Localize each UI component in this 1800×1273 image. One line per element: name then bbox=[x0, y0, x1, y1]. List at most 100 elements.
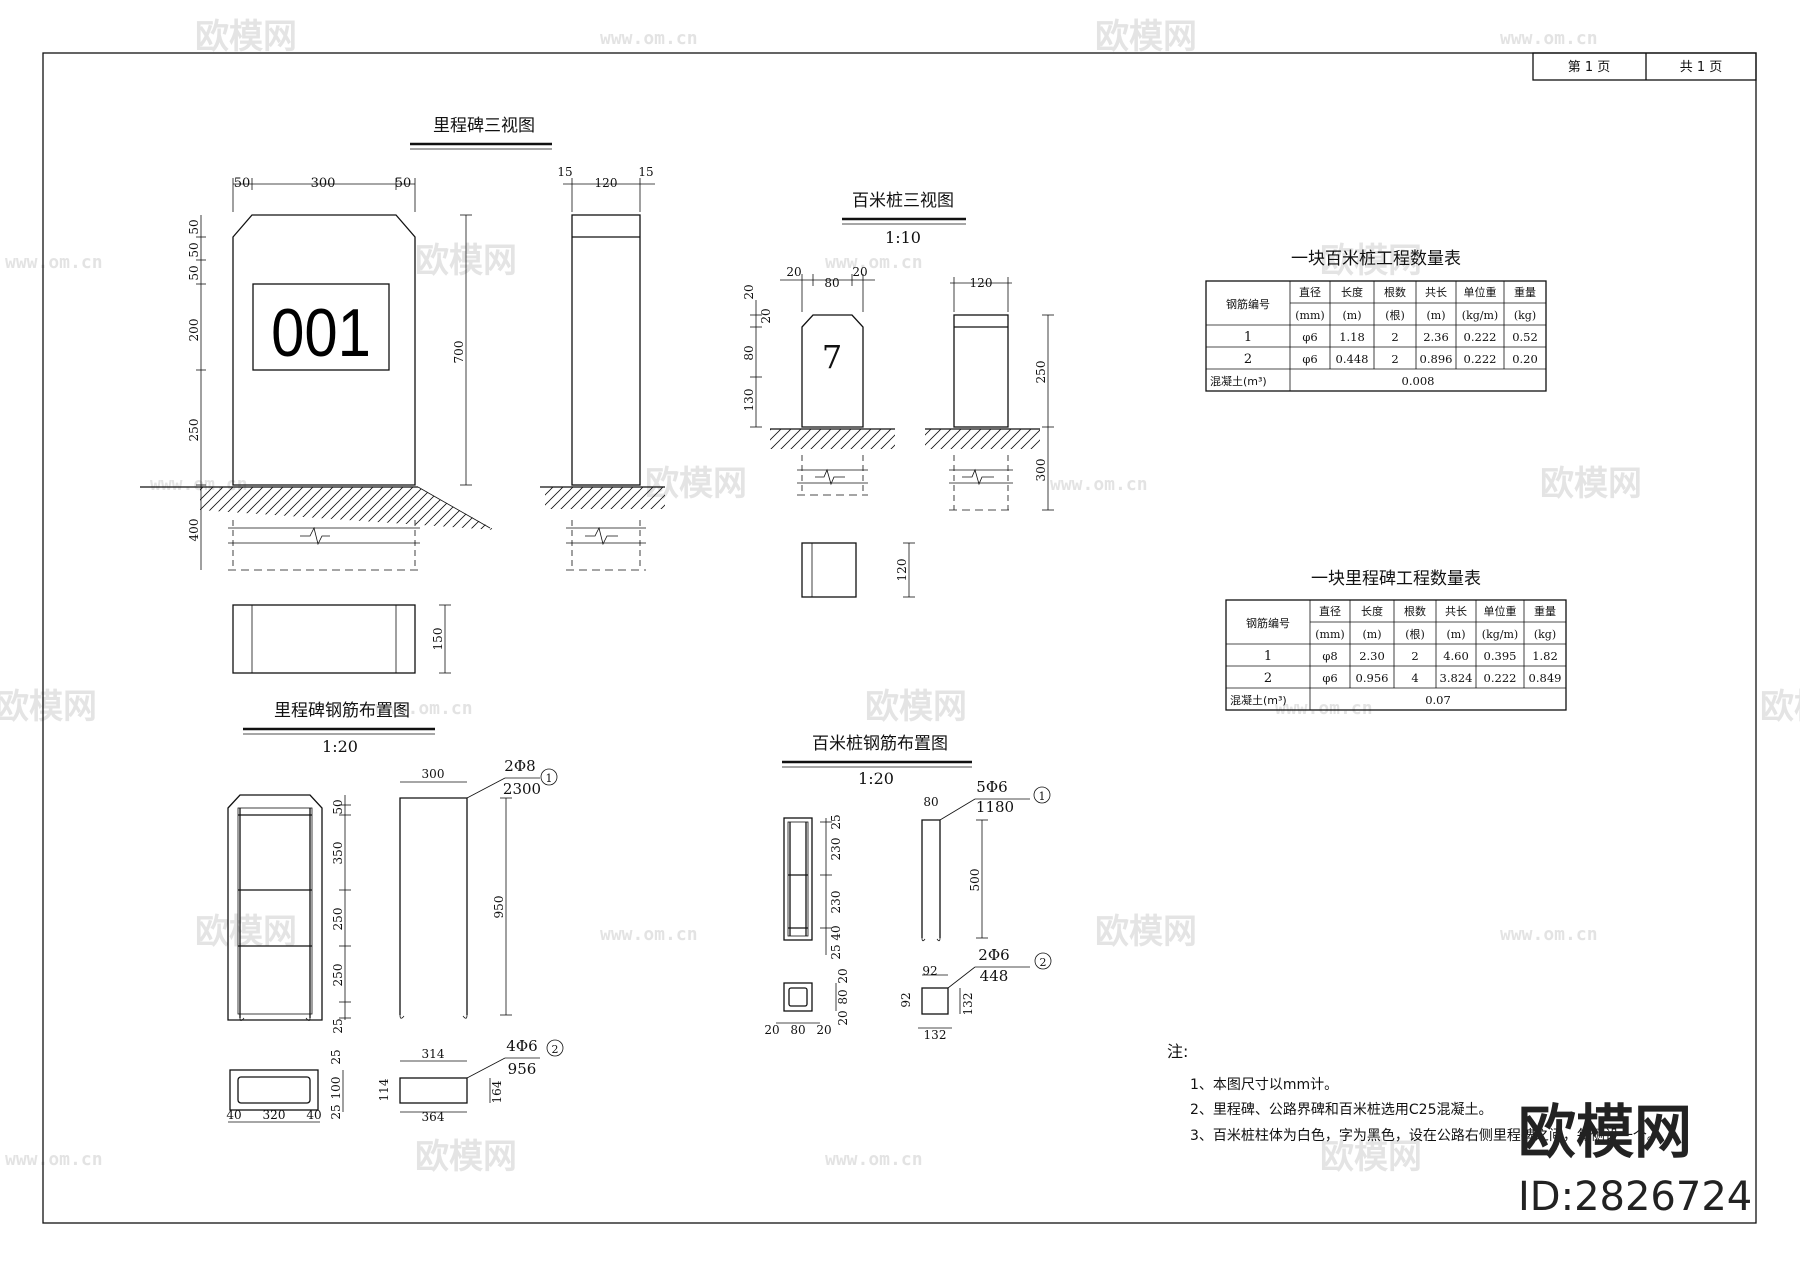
hectometer-quantity-table: 一块百米桩工程数量表钢筋编号直径(mm)长度(m)根数(根)共长(m)单位重(k… bbox=[1205, 249, 1547, 392]
watermark-url: www.om.cn bbox=[1275, 698, 1373, 719]
watermark-brand: 欧模网 bbox=[195, 912, 297, 952]
watermark-url: www.om.cn bbox=[1500, 28, 1598, 49]
number-plate bbox=[252, 283, 390, 371]
milestone-views-title: 里程碑三视图 bbox=[433, 116, 535, 136]
hbar1-mark: 1 bbox=[1039, 790, 1046, 803]
notes: 注: 1、本图尺寸以mm计。 2、里程碑、公路界碑和百米桩选用C25混凝土。 3… bbox=[1167, 1042, 1661, 1144]
bar2-mark: 2 bbox=[552, 1043, 559, 1056]
table-header: 直径 bbox=[1319, 604, 1341, 618]
table-cell: 4.60 bbox=[1443, 649, 1469, 663]
table-cell: φ8 bbox=[1322, 649, 1337, 663]
hectometer-rebar-scale: 1:20 bbox=[858, 769, 894, 788]
dim-label: 300 bbox=[1034, 459, 1048, 482]
table-header: 重量 bbox=[1534, 604, 1556, 618]
hectometer-rebar-layout: 百米桩钢筋布置图 1:20 25 230 230 40 25 80 500 5Φ… bbox=[764, 734, 1052, 1042]
dim-label: 92 bbox=[922, 964, 937, 978]
table-cell: 3.824 bbox=[1440, 671, 1473, 685]
dim-label: 50 bbox=[234, 176, 251, 191]
table-header: 钢筋编号 bbox=[1226, 297, 1270, 311]
watermark-url: www.om.cn bbox=[825, 252, 923, 273]
bar2-length: 956 bbox=[508, 1060, 537, 1078]
dim-label: 230 bbox=[829, 838, 843, 861]
page-total: 共 1 页 bbox=[1680, 60, 1723, 75]
dim-label: 250 bbox=[331, 908, 345, 931]
table-cell: 1 bbox=[1264, 649, 1272, 664]
dim-label: 300 bbox=[422, 767, 445, 781]
watermark-brand: 欧模网 bbox=[195, 17, 297, 57]
milestone-rebar-scale: 1:20 bbox=[322, 737, 358, 756]
dim-label: 80 bbox=[923, 795, 938, 809]
dim-label: 114 bbox=[377, 1078, 391, 1101]
table-header: 共长 bbox=[1425, 286, 1447, 299]
dim-label: 20 bbox=[742, 284, 756, 299]
table-cell: 0.448 bbox=[1336, 352, 1369, 366]
dim-label: 400 bbox=[187, 519, 201, 542]
dim-label: 40 bbox=[829, 925, 843, 940]
table-unit: (kg/m) bbox=[1462, 309, 1498, 322]
milestone-rebar-layout: 里程碑钢筋布置图 1:20 50 350 250 250 25 300 bbox=[226, 701, 564, 1124]
dim-label: 25 bbox=[329, 1104, 343, 1119]
watermark-brand: 欧模网 bbox=[1095, 912, 1197, 952]
table-cell: 1 bbox=[1244, 330, 1252, 345]
watermark-url: www.om.cn bbox=[5, 252, 103, 273]
table-cell: 0.52 bbox=[1512, 330, 1538, 344]
milestone-rebar-title: 里程碑钢筋布置图 bbox=[274, 701, 410, 721]
hectometer-views-scale: 1:10 bbox=[885, 228, 921, 247]
dim-label: 80 bbox=[824, 276, 839, 290]
milestone-quantity-table: 一块里程碑工程数量表钢筋编号直径(mm)长度(m)根数(根)共长(m)单位重(k… bbox=[1225, 569, 1567, 711]
table-cell: 0.896 bbox=[1420, 352, 1453, 366]
page-number: 第 1 页 bbox=[1568, 60, 1611, 75]
dim-label: 20 bbox=[759, 308, 773, 323]
table-cell: φ6 bbox=[1322, 671, 1337, 685]
dim-label: 50 bbox=[187, 265, 201, 280]
dim-label: 80 bbox=[790, 1023, 805, 1037]
dim-label: 164 bbox=[490, 1080, 504, 1103]
table-cell: 2 bbox=[1391, 352, 1398, 366]
table-concrete-value: 0.008 bbox=[1402, 374, 1435, 388]
table-cell: 0.849 bbox=[1529, 671, 1562, 685]
hbar2-count: 2Φ6 bbox=[978, 946, 1009, 964]
dim-label: 700 bbox=[452, 341, 466, 364]
dim-label: 300 bbox=[311, 176, 336, 191]
dim-label: 120 bbox=[895, 559, 909, 582]
notes-heading: 注: bbox=[1167, 1042, 1188, 1061]
page-box: 第 1 页 共 1 页 bbox=[1532, 52, 1757, 81]
hectometer-three-views: 百米桩三视图 1:10 7 20 80 20 20 20 80 130 bbox=[742, 191, 1054, 598]
dim-label: 364 bbox=[422, 1110, 445, 1124]
dim-label: 25 bbox=[829, 814, 843, 829]
table-header: 长度 bbox=[1341, 285, 1363, 299]
dim-label: 120 bbox=[595, 176, 618, 190]
dim-label: 20 bbox=[836, 968, 850, 983]
hectometer-plan-outline bbox=[801, 542, 857, 598]
table-unit: (m) bbox=[1446, 628, 1465, 641]
table-cell: 0.222 bbox=[1464, 330, 1497, 344]
table-cell: φ6 bbox=[1302, 352, 1317, 366]
dim-label: 250 bbox=[331, 964, 345, 987]
table-cell: 2 bbox=[1411, 649, 1418, 663]
table-cell: φ6 bbox=[1302, 330, 1317, 344]
dim-label: 40 bbox=[306, 1108, 321, 1122]
bar1-count: 2Φ8 bbox=[504, 757, 535, 775]
table-cell: 1.18 bbox=[1339, 330, 1365, 344]
milestone-front-outline bbox=[232, 214, 416, 486]
table-header: 单位重 bbox=[1464, 285, 1497, 299]
watermark-brand: 欧模网 bbox=[1760, 687, 1800, 727]
table-cell: 0.956 bbox=[1356, 671, 1389, 685]
bar1-length: 2300 bbox=[503, 780, 541, 798]
table-header: 钢筋编号 bbox=[1246, 616, 1290, 630]
hectometer-number: 7 bbox=[822, 338, 842, 376]
table-unit: (kg/m) bbox=[1482, 628, 1518, 641]
dim-label: 40 bbox=[226, 1108, 241, 1122]
note-item: 3、百米桩柱体为白色，字为黑色，设在公路右侧里程碑之间，每侧设一个。 bbox=[1190, 1127, 1661, 1144]
table-unit: (mm) bbox=[1315, 628, 1344, 641]
dim-label: 80 bbox=[742, 345, 756, 360]
table-cell: 2 bbox=[1244, 352, 1252, 367]
watermark-brand: 欧模网 bbox=[0, 687, 97, 727]
dim-label: 15 bbox=[557, 165, 572, 179]
table-cell: 1.82 bbox=[1532, 649, 1558, 663]
table-cell: 2 bbox=[1391, 330, 1398, 344]
dim-label: 92 bbox=[899, 992, 913, 1007]
table-title: 一块里程碑工程数量表 bbox=[1311, 569, 1481, 589]
dim-label: 950 bbox=[492, 896, 506, 919]
watermark-brand: 欧模网 bbox=[865, 687, 967, 727]
